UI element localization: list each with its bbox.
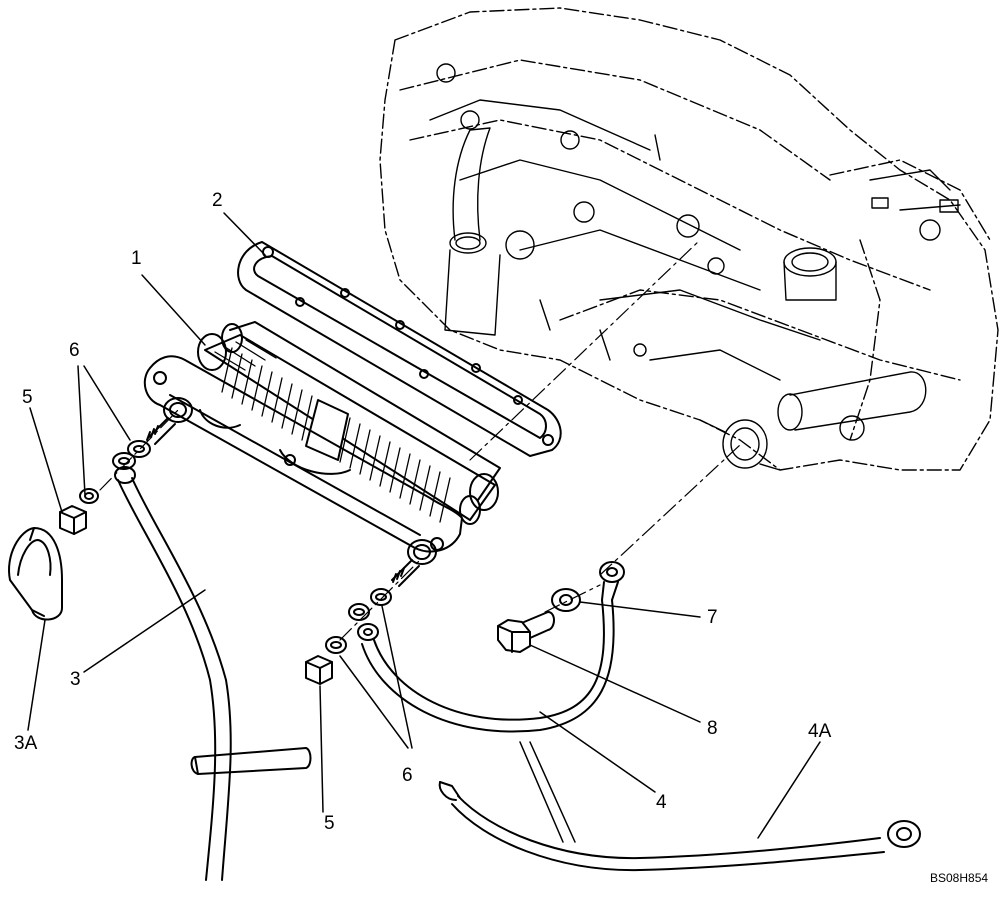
cable-4 xyxy=(357,561,625,733)
assembly-centerlines xyxy=(99,239,741,641)
callout-7: 7 xyxy=(707,607,718,628)
callout-8: 8 xyxy=(707,718,718,739)
washers-and-nuts xyxy=(59,440,581,685)
callout-2: 2 xyxy=(212,190,223,211)
callout-6-lower: 6 xyxy=(402,765,413,786)
callout-4: 4 xyxy=(656,792,667,813)
callout-1: 1 xyxy=(131,248,142,269)
bolt xyxy=(497,611,555,653)
oil-cooler xyxy=(143,321,501,587)
engine-block xyxy=(379,7,999,471)
drawing-reference-code: BS08H854 xyxy=(930,871,989,885)
cable-3 xyxy=(114,466,312,881)
leader-lines xyxy=(27,212,821,843)
callout-6-upper: 6 xyxy=(69,340,80,361)
callout-3a: 3A xyxy=(14,733,38,754)
gasket xyxy=(237,241,562,457)
callout-3: 3 xyxy=(70,669,81,690)
callout-5-upper: 5 xyxy=(22,387,33,408)
callout-4a: 4A xyxy=(808,721,832,742)
callout-5-lower: 5 xyxy=(324,813,335,834)
cable-4a xyxy=(438,781,921,872)
protective-cap xyxy=(8,527,63,621)
